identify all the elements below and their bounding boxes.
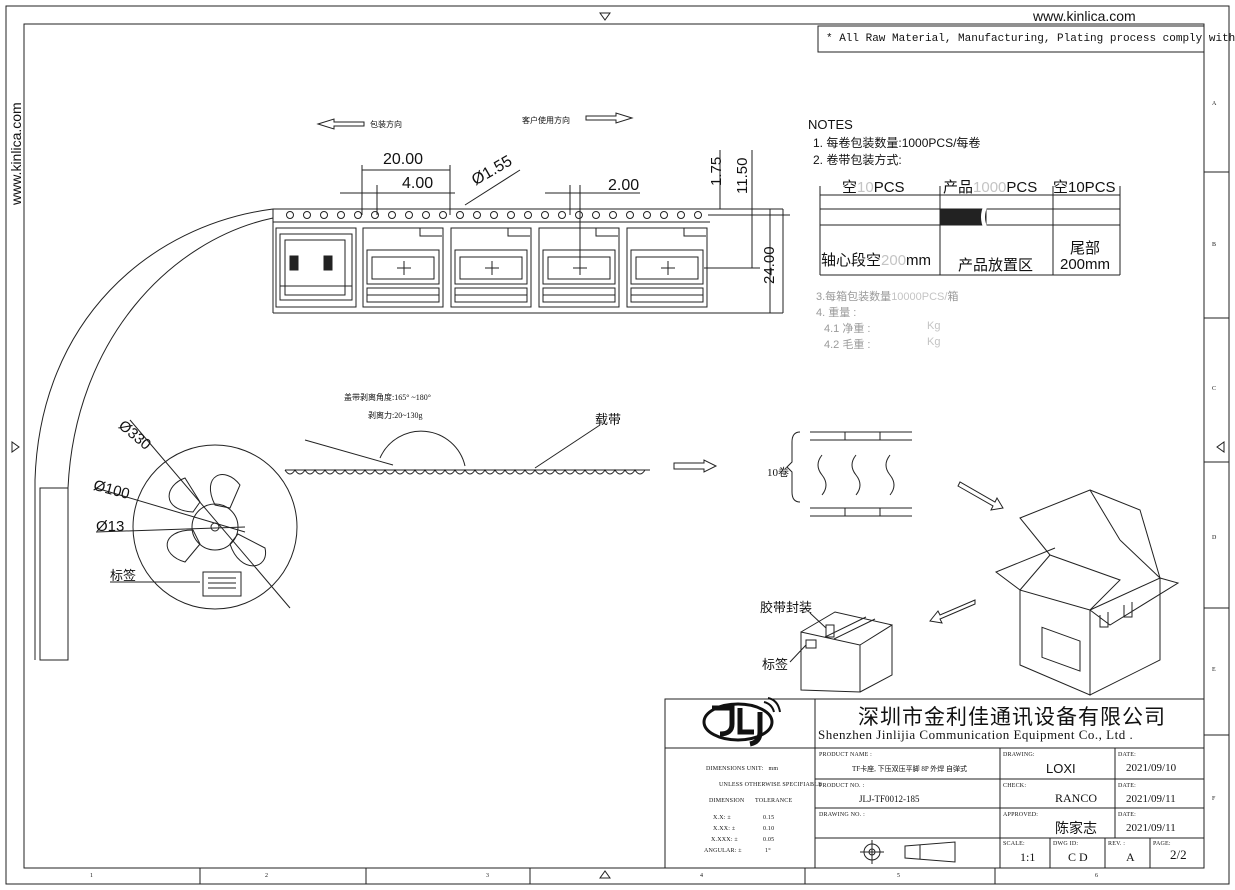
- zone-row-c: C: [1212, 386, 1217, 392]
- scale: 1:1: [1020, 850, 1036, 864]
- scale-label: SCALE:: [1003, 841, 1025, 847]
- product-name-label: PRODUCT NAME :: [819, 752, 873, 758]
- page-label: PAGE:: [1153, 841, 1171, 847]
- tol-dim-3: X.XXX: ±: [711, 837, 738, 843]
- zone-row-b: B: [1212, 242, 1217, 248]
- checker-name: RANCO: [1055, 791, 1098, 805]
- reel-d13: Ø13: [96, 518, 125, 535]
- note-4-1-unit: Kg: [927, 320, 941, 332]
- tol-val-2: 0.10: [763, 826, 775, 832]
- page-number: 2/2: [1170, 847, 1187, 862]
- tol-val-1: 0.15: [763, 815, 775, 821]
- note-2: 2. 卷带包装方式:: [813, 153, 902, 167]
- company-name-en: Shenzhen Jinlijia Communication Equipmen…: [818, 727, 1134, 742]
- dimensions-unit: DIMENSIONS UNIT: mm: [706, 766, 779, 772]
- dim-pitch: 20.00: [383, 151, 424, 168]
- tail-label: 尾部: [1070, 240, 1101, 257]
- note-4-1: 4.1 净重 :: [824, 323, 871, 335]
- note-4: 4. 重量 :: [816, 307, 857, 319]
- note-4-2: 4.2 毛重 :: [824, 339, 871, 351]
- company-name-cn: 深圳市金利佳通讯设备有限公司: [858, 705, 1166, 729]
- approved-label: APPROVED:: [1003, 812, 1039, 818]
- drawing-no-label: DRAWING NO. :: [819, 812, 865, 818]
- date-2: 2021/09/11: [1126, 793, 1176, 805]
- tol-dim-2: X.XX: ±: [713, 826, 736, 832]
- tol-val-3: 0.05: [763, 837, 775, 843]
- rev: A: [1126, 850, 1135, 864]
- date-label-3: DATE:: [1118, 812, 1136, 818]
- dwg-id-label: DWG ID:: [1053, 841, 1079, 847]
- drawing-label: DRAWING:: [1003, 752, 1035, 758]
- tail-length: 200mm: [1060, 256, 1111, 273]
- zone-row-f: F: [1212, 796, 1216, 802]
- tol-val-4: 1°: [765, 848, 771, 854]
- notes-title: NOTES: [808, 117, 853, 132]
- tol-dim-4: ANGULAR: ±: [704, 848, 742, 854]
- check-label: CHECK:: [1003, 783, 1027, 789]
- zone-col-3: 3: [486, 873, 489, 879]
- packing-direction-label: 包装方向: [370, 120, 402, 129]
- zone-col-4: 4: [700, 873, 703, 879]
- note-4-2-unit: Kg: [927, 336, 941, 348]
- company-logo: [702, 697, 781, 747]
- dim-24: 24.00: [761, 246, 778, 284]
- reel-count: 10卷: [767, 467, 789, 479]
- zone-col-6: 6: [1095, 873, 1098, 879]
- date-label-1: DATE:: [1118, 752, 1136, 758]
- website-url[interactable]: www.kinlica.com: [1033, 8, 1136, 24]
- date-label-2: DATE:: [1118, 783, 1136, 789]
- zone-row-a: A: [1212, 101, 1217, 107]
- tol-dim-1: X.X: ±: [713, 815, 731, 821]
- dim-4: 4.00: [402, 175, 434, 192]
- dimension-header: DIMENSION: [709, 798, 745, 804]
- date-1: 2021/09/10: [1126, 762, 1177, 774]
- dim-1-75: 1.75: [708, 156, 725, 186]
- leader-zone: 轴心段空200mm: [821, 252, 932, 269]
- product-count: 产品1000PCS: [943, 179, 1038, 196]
- approver-name: 陈家志: [1055, 822, 1097, 837]
- peel-angle: 盖带剥离角度:165° ~180°: [344, 393, 431, 402]
- product-no: JLJ-TF0012-185: [859, 794, 920, 804]
- box-label-tag: 标签: [762, 657, 789, 672]
- empty-tail: 空10PCS: [1053, 179, 1116, 196]
- dwg-id: C D: [1068, 850, 1088, 864]
- zone-col-2: 2: [265, 873, 268, 879]
- tape-seal-label: 胶带封装: [760, 600, 813, 615]
- zone-col-1: 1: [90, 873, 93, 879]
- zone-row-e: E: [1212, 667, 1216, 673]
- tolerance-header: TOLERANCE: [755, 798, 793, 804]
- date-3: 2021/09/11: [1126, 822, 1176, 834]
- product-name: TF卡座, 下压双压平脚 8P 外焊 自弹式: [852, 765, 968, 773]
- customer-direction-label: 客户使用方向: [522, 116, 570, 125]
- zone-col-5: 5: [897, 873, 900, 879]
- drawer-name: LOXI: [1046, 761, 1076, 776]
- website-url-vertical[interactable]: www.kinlica.com: [8, 102, 24, 205]
- product-no-label: PRODUCT NO. :: [819, 783, 865, 789]
- peel-force: 剥离力:20~130g: [368, 411, 423, 420]
- carrier-label: 载带: [595, 412, 622, 427]
- rohs-note: * All Raw Material, Manufacturing, Plati…: [826, 33, 1235, 45]
- zone-row-d: D: [1212, 535, 1217, 541]
- empty-head: 空10PCS: [842, 179, 905, 196]
- dim-11-50: 11.50: [734, 157, 751, 194]
- product-zone: 产品放置区: [958, 257, 1034, 274]
- reel-label-tag: 标签: [110, 568, 137, 583]
- dim-2: 2.00: [608, 177, 640, 194]
- rev-label: REV. :: [1108, 841, 1126, 847]
- note-3: 3.每箱包装数量10000PCS/箱: [816, 291, 959, 303]
- unless-note: UNLESS OTHERWISE SPECIFIABLE: [719, 782, 822, 788]
- note-1: 1. 每卷包装数量:1000PCS/每卷: [813, 136, 981, 150]
